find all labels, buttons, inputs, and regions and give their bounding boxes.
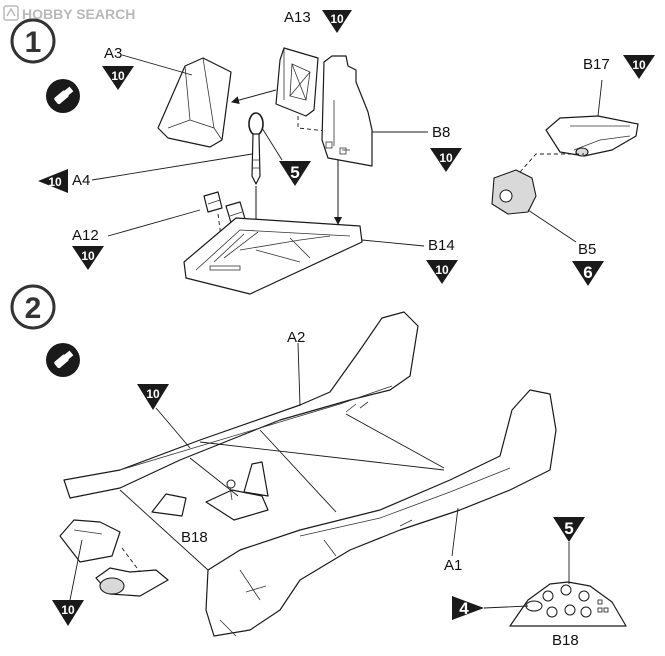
svg-text:10: 10 xyxy=(111,69,125,83)
glue-tube-icon xyxy=(46,343,80,377)
watermark-text: HOBBY SEARCH xyxy=(22,6,135,22)
paint-code-triangle-icon: 5 xyxy=(279,161,311,186)
svg-text:10: 10 xyxy=(81,249,95,263)
part-a1-fuselage-right xyxy=(205,389,557,637)
paint-code-triangle-icon: 10 xyxy=(430,148,462,172)
svg-text:10: 10 xyxy=(632,58,646,72)
paint-code-triangle-icon: 10 xyxy=(137,384,169,410)
label-a3: A3 xyxy=(104,45,122,62)
paint-code-triangle-icon: 10 xyxy=(322,10,352,33)
svg-text:10: 10 xyxy=(330,12,344,26)
svg-text:5: 5 xyxy=(564,519,573,538)
label-a12: A12 xyxy=(72,227,99,244)
part-cockpit-assembly xyxy=(205,461,269,521)
paint-code-triangle-icon: 10 xyxy=(72,246,104,270)
paint-code-triangle-icon: 4 xyxy=(452,596,484,620)
label-b18: B18 xyxy=(181,529,208,546)
step-1-marker: 1 xyxy=(10,18,56,64)
label-b17: B17 xyxy=(583,56,610,73)
label-a2: A2 xyxy=(287,329,305,346)
paint-code-triangle-icon: 5 xyxy=(553,517,585,542)
paint-code-triangle-icon: 6 xyxy=(572,261,604,286)
paint-code-triangle-icon: 10 xyxy=(102,66,134,90)
svg-text:10: 10 xyxy=(146,387,160,401)
glue-tube-icon xyxy=(46,79,80,113)
svg-text:6: 6 xyxy=(583,263,592,282)
part-b14-floor xyxy=(183,217,363,295)
part-b5 xyxy=(491,169,537,215)
part-exhaust-piece xyxy=(59,519,121,563)
step-number: 1 xyxy=(25,26,42,59)
part-a13-frame xyxy=(275,47,319,117)
svg-text:5: 5 xyxy=(290,163,299,182)
part-wheel-piece xyxy=(95,567,169,597)
svg-text:10: 10 xyxy=(435,263,449,277)
part-a2-fuselage-left xyxy=(63,311,419,499)
watermark: HOBBY SEARCH xyxy=(3,5,135,22)
svg-text:10: 10 xyxy=(439,151,453,165)
label-b8: B8 xyxy=(432,124,450,141)
label-a1: A1 xyxy=(444,557,462,574)
label-a4: A4 xyxy=(72,172,90,189)
paint-code-triangle-icon: 10 xyxy=(38,169,68,193)
step-2-marker: 2 xyxy=(10,284,56,330)
paint-code-triangle-icon: 10 xyxy=(426,260,458,284)
step-number: 2 xyxy=(25,292,42,325)
part-b8-bulkhead xyxy=(321,55,373,167)
part-a4-control-stick xyxy=(248,112,264,185)
part-a3-seat xyxy=(157,57,232,148)
label-b18-detail: B18 xyxy=(552,632,579,649)
label-b5: B5 xyxy=(578,241,596,258)
part-b18-in-fuselage xyxy=(151,493,187,517)
svg-text:4: 4 xyxy=(459,599,469,618)
svg-text:10: 10 xyxy=(61,603,75,617)
part-b17 xyxy=(545,115,639,157)
label-a13: A13 xyxy=(284,9,311,26)
part-b18-instrument-panel-detail xyxy=(509,581,627,627)
label-b14: B14 xyxy=(428,237,455,254)
paint-code-triangle-icon: 10 xyxy=(52,600,84,626)
paint-code-triangle-icon: 10 xyxy=(623,55,655,79)
svg-text:10: 10 xyxy=(48,175,62,189)
